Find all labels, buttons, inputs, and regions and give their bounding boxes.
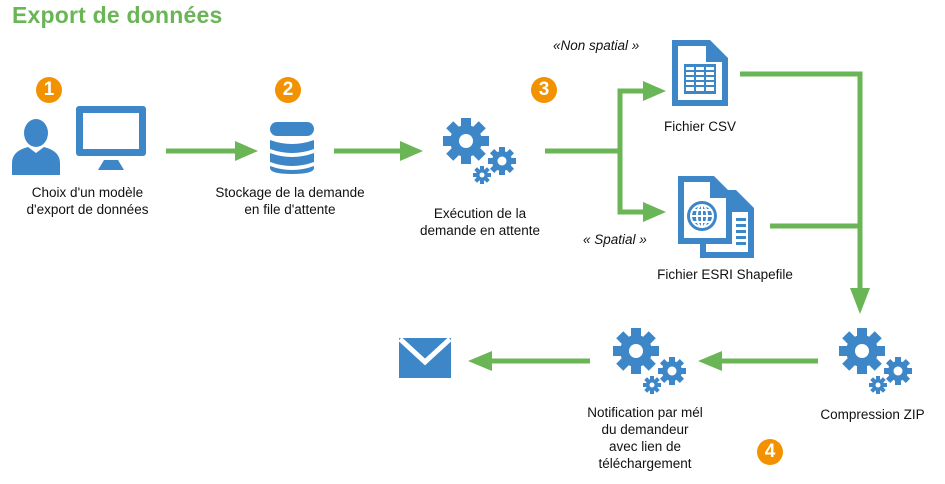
arrowhead bbox=[698, 351, 722, 371]
step-2-badge: 2 bbox=[275, 77, 301, 103]
csv-to-zip-line bbox=[740, 71, 863, 290]
diagram-title: Export de données bbox=[12, 2, 223, 28]
branch-to-shapefile bbox=[617, 151, 645, 215]
spatial-annotation: « Spatial » bbox=[583, 232, 647, 247]
gears-icon bbox=[443, 118, 516, 184]
compression-label: Compression ZIP bbox=[820, 407, 925, 422]
gears-icon bbox=[613, 328, 686, 394]
step-2-label: Stockage de la demande en file d'attente bbox=[215, 185, 365, 217]
arrowhead bbox=[400, 141, 423, 161]
gears-icon bbox=[839, 328, 912, 394]
user-icon bbox=[12, 119, 60, 175]
arrowhead bbox=[468, 351, 492, 371]
shapefile-label: Fichier ESRI Shapefile bbox=[657, 267, 793, 282]
step-4-badge: 4 bbox=[757, 439, 783, 465]
arrowhead bbox=[643, 202, 666, 222]
csv-file-icon bbox=[672, 40, 728, 106]
arrowhead bbox=[850, 288, 870, 314]
shapefile-icon bbox=[678, 176, 754, 258]
step-4-label: Notification par mél du demandeur avec l… bbox=[587, 405, 703, 471]
database-icon bbox=[270, 122, 314, 174]
step-3-label: Exécution de la demande en attente bbox=[419, 206, 541, 238]
monitor-icon bbox=[76, 106, 146, 170]
step-1-label: Choix d'un modèle d'export de données bbox=[26, 185, 149, 217]
step-3-badge: 3 bbox=[531, 77, 557, 103]
branch-to-csv bbox=[617, 88, 645, 151]
arrowhead bbox=[235, 141, 258, 161]
step-1-badge: 1 bbox=[36, 77, 62, 103]
mail-icon bbox=[399, 338, 451, 378]
non-spatial-annotation: «Non spatial » bbox=[553, 38, 640, 53]
arrowhead bbox=[643, 81, 666, 101]
csv-label: Fichier CSV bbox=[663, 119, 736, 134]
